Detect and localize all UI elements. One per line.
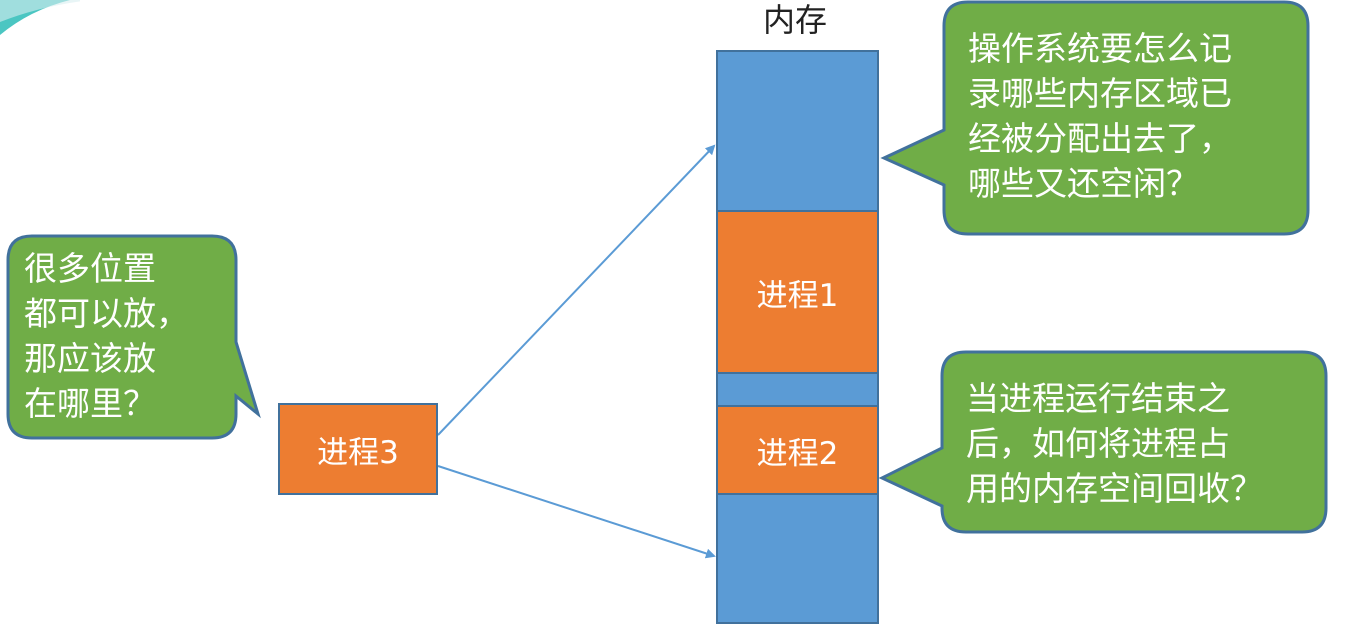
process-1-label: 进程1 xyxy=(756,277,839,314)
memory-title: 内存 xyxy=(762,1,827,39)
callout-top-right-shape xyxy=(880,0,1310,236)
process-2-label: 进程2 xyxy=(756,435,839,472)
callout-left-line: 那应该放 xyxy=(24,339,156,378)
arrow-to-upper-memory xyxy=(437,144,716,436)
callout-left-line: 在哪里？ xyxy=(24,384,156,423)
callout-bottom-right-line: 当进程运行结束之 xyxy=(966,379,1230,418)
callout-top-right-line: 操作系统要怎么记 xyxy=(968,29,1232,68)
callout-top-right-text: 操作系统要怎么记 录哪些内存区域已 经被分配出去了， 哪些又还空闲？ xyxy=(968,26,1232,206)
process-2-block: 进程2 xyxy=(716,405,879,495)
callout-top-right-line: 哪些又还空闲？ xyxy=(968,164,1199,203)
callout-bottom-right-text: 当进程运行结束之 后，如何将进程占 用的内存空间回收？ xyxy=(966,376,1263,511)
callout-bottom-right-shape xyxy=(878,350,1328,534)
process-3-block: 进程3 xyxy=(278,403,438,495)
callout-left-shape xyxy=(6,234,261,440)
callout-left-text: 很多位置 都可以放， 那应该放 在哪里？ xyxy=(24,246,189,426)
corner-decoration xyxy=(0,0,80,35)
callout-left-line: 都可以放， xyxy=(24,294,189,333)
callout-left-line: 很多位置 xyxy=(24,249,156,288)
callout-bottom-right-line: 后，如何将进程占 xyxy=(966,424,1230,463)
callout-top-right-line: 经被分配出去了， xyxy=(968,119,1232,158)
callout-bottom-right-line: 用的内存空间回收？ xyxy=(966,469,1263,508)
process-1-block: 进程1 xyxy=(716,210,879,374)
process-3-label: 进程3 xyxy=(317,434,399,471)
callout-top-right-line: 录哪些内存区域已 xyxy=(968,74,1232,113)
arrow-to-lower-memory xyxy=(437,465,716,559)
